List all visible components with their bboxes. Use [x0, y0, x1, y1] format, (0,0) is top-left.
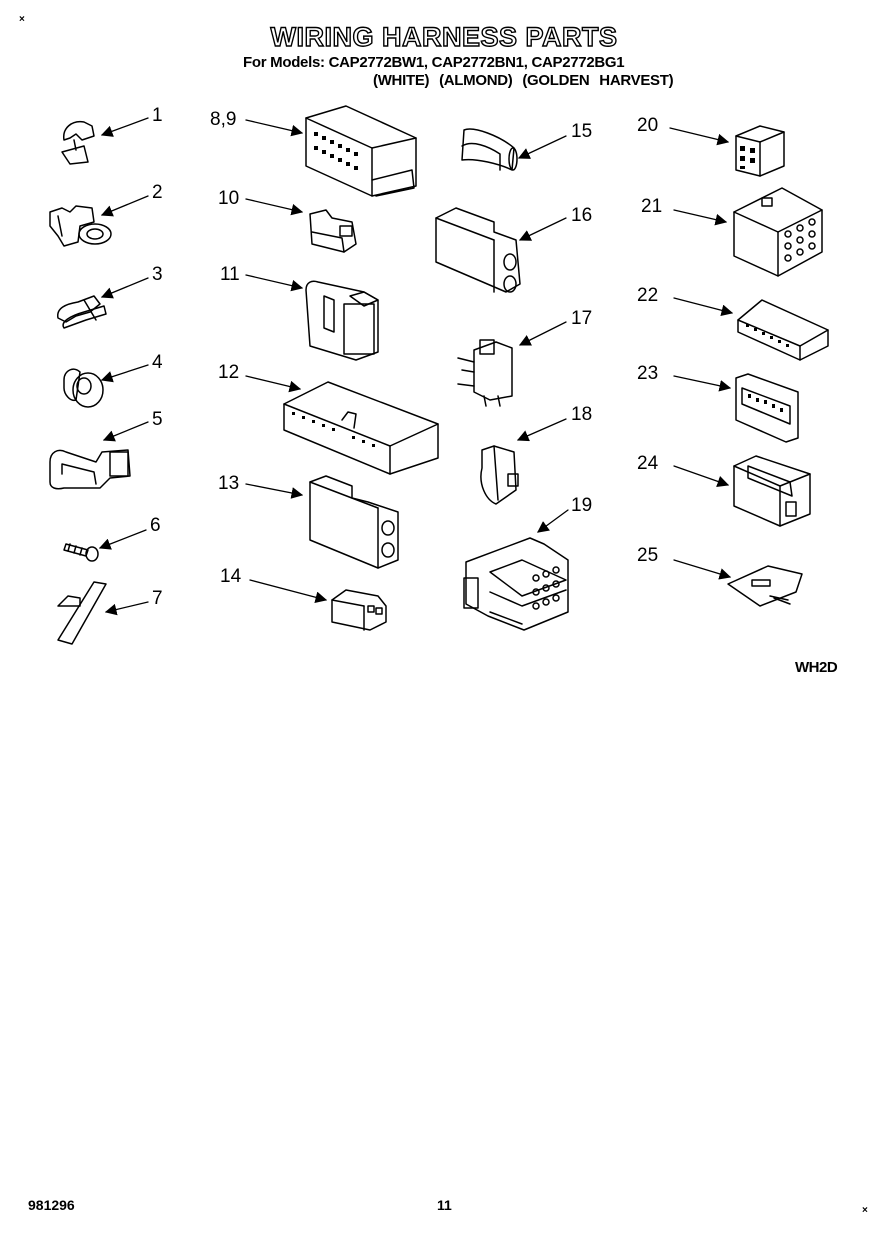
part-22-housing: [737, 299, 829, 361]
callout-15: 15: [571, 121, 593, 142]
part-11-connector: [305, 280, 379, 361]
figure-code: WH2D: [795, 659, 838, 676]
part-6-screw: [63, 543, 99, 562]
callout-6: 6: [150, 515, 161, 536]
arrow-23: [673, 375, 732, 392]
arrow-16: [518, 217, 567, 241]
arrow-17: [518, 321, 567, 346]
arrow-2: [100, 195, 149, 217]
arrow-4: [100, 364, 149, 383]
callout-13: 13: [218, 473, 240, 494]
arrow-13: [245, 483, 304, 499]
part-7-spacer-bar: [57, 581, 107, 645]
callout-16: 16: [571, 205, 593, 226]
arrow-24: [673, 465, 730, 488]
callout-7: 7: [152, 588, 163, 609]
arrow-7: [104, 601, 149, 616]
arrow-18: [516, 418, 567, 442]
arrow-21: [673, 209, 728, 226]
corner-mark-top-left: ×: [19, 14, 25, 25]
part-18-tab: [480, 445, 519, 505]
callout-18: 18: [571, 404, 593, 425]
arrow-22: [673, 297, 734, 317]
callout-20: 20: [637, 115, 659, 136]
callout-21: 21: [641, 196, 663, 217]
part-25-plate: [727, 565, 803, 607]
part-17-splitter: [457, 339, 513, 407]
part-23-connector: [735, 373, 799, 443]
callout-5: 5: [152, 409, 163, 430]
callout-24: 24: [637, 453, 659, 474]
page-title: WIRING HARNESS PARTS: [270, 21, 618, 52]
arrow-10: [245, 198, 304, 216]
callout-17: 17: [571, 308, 593, 329]
callout-8-9: 8,9: [210, 109, 237, 130]
arrow-6: [98, 529, 147, 550]
part-19-connector: [463, 537, 569, 631]
corner-mark-bottom-right: ×: [862, 1205, 868, 1216]
callout-19: 19: [571, 495, 593, 516]
part-12-strip-connector: [283, 381, 439, 475]
callout-11: 11: [220, 264, 240, 285]
part-16-connector: [435, 207, 521, 293]
callout-3: 3: [152, 264, 163, 285]
callout-12: 12: [218, 362, 240, 383]
colors-line: (WHITE) (ALMOND) (GOLDEN HARVEST): [373, 72, 674, 89]
arrow-15: [517, 135, 567, 159]
part-1-clip: [61, 120, 95, 165]
arrow-25: [673, 559, 732, 580]
models-line: For Models: CAP2772BW1, CAP2772BN1, CAP2…: [243, 54, 625, 71]
arrow-1: [100, 117, 149, 137]
arrow-12: [245, 375, 302, 393]
part-2-clamp: [49, 205, 112, 247]
leader-arrows: [98, 117, 734, 616]
callout-10: 10: [218, 188, 240, 209]
callout-14: 14: [220, 566, 242, 587]
arrow-5: [102, 421, 149, 442]
arrow-3: [100, 277, 149, 299]
arrow-14: [249, 579, 328, 603]
callout-25: 25: [637, 545, 659, 566]
page-number: 11: [437, 1197, 452, 1213]
part-4-grommet: [63, 368, 104, 408]
part-20-block: [735, 125, 785, 177]
callout-4: 4: [152, 352, 163, 373]
part-21-block: [733, 187, 823, 277]
document-number: 981296: [28, 1197, 75, 1213]
part-10-terminal: [309, 209, 357, 253]
arrow-11: [245, 274, 304, 292]
part-8-9-housing: [305, 105, 417, 197]
callout-23: 23: [637, 363, 659, 384]
part-13-connector: [309, 475, 399, 569]
callout-22: 22: [637, 285, 659, 306]
arrow-20: [669, 127, 730, 146]
part-24-block: [733, 455, 811, 527]
part-14-connector: [331, 589, 387, 631]
callout-2: 2: [152, 182, 163, 203]
part-5-cable-clamp: [49, 449, 131, 490]
part-3-spring-clip: [57, 295, 107, 329]
part-15-sleeve: [461, 128, 518, 171]
arrow-8-9: [245, 119, 304, 137]
arrow-19: [537, 509, 569, 533]
callout-1: 1: [152, 105, 163, 126]
